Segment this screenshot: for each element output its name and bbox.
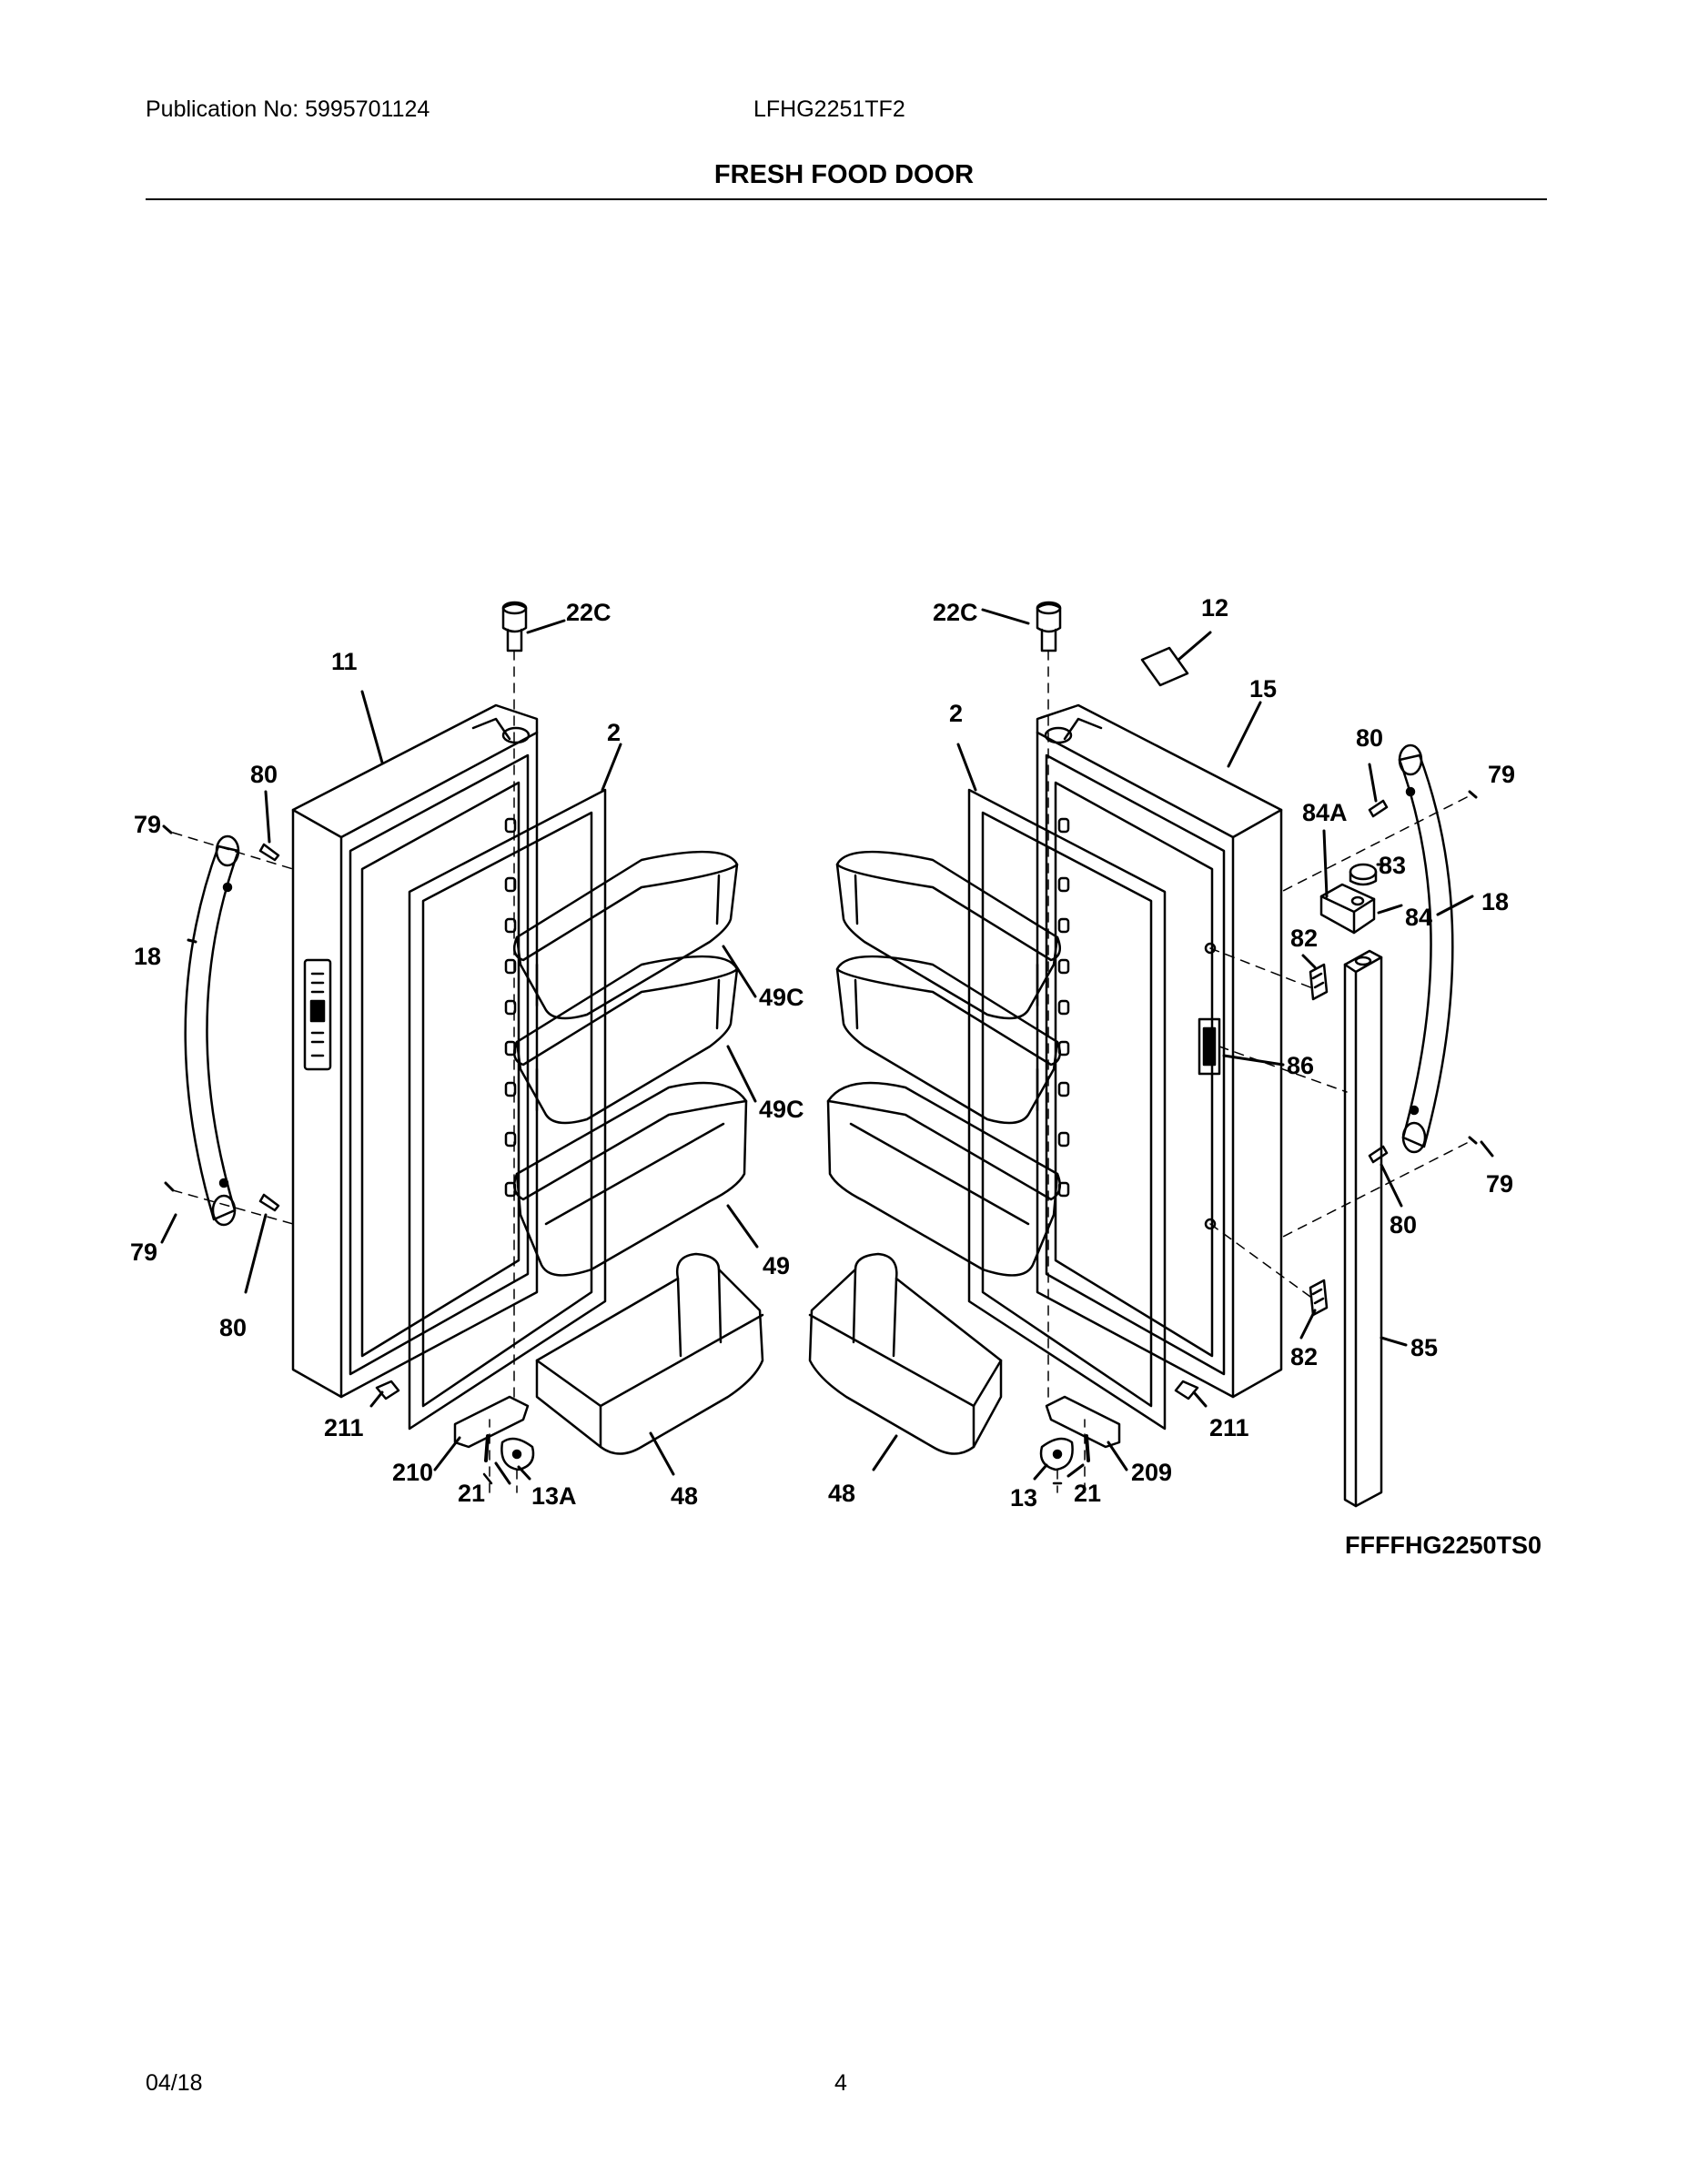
callout-211-right: 211 bbox=[1209, 1414, 1249, 1441]
callout-22c-left: 22C bbox=[566, 599, 612, 626]
page-title: FRESH FOOD DOOR bbox=[713, 160, 975, 189]
model-number: LFHG2251TF2 bbox=[753, 96, 905, 122]
right-door-handle bbox=[1398, 743, 1454, 1154]
callout-80-left-bottom: 80 bbox=[219, 1314, 247, 1341]
callout-49c-left-middle: 49C bbox=[759, 1096, 804, 1123]
left-door-bin-bottom bbox=[512, 1081, 748, 1277]
callout-13: 13 bbox=[1010, 1484, 1037, 1512]
right-hinge-cover bbox=[1319, 883, 1376, 935]
left-shelf-pegs bbox=[504, 817, 517, 1198]
callout-48-left: 48 bbox=[671, 1482, 698, 1510]
left-door-assembly bbox=[162, 601, 764, 1493]
right-bottom-bin bbox=[808, 1252, 1003, 1455]
right-door-gasket bbox=[967, 788, 1167, 1431]
callout-15: 15 bbox=[1249, 675, 1277, 703]
footer-date: 04/18 bbox=[146, 2070, 203, 2096]
callout-84: 84 bbox=[1405, 904, 1432, 931]
right-hinge-cam-211 bbox=[1174, 1380, 1199, 1400]
callout-80-left-top: 80 bbox=[250, 761, 278, 788]
callout-83: 83 bbox=[1379, 852, 1406, 879]
callout-49c-left-top: 49C bbox=[759, 984, 804, 1011]
callout-labels: 22C 11 2 80 79 18 49C 49C 49 79 80 211 2… bbox=[130, 594, 1515, 1512]
callout-11: 11 bbox=[331, 648, 358, 675]
callout-82-right-bottom: 82 bbox=[1290, 1343, 1318, 1370]
callout-211-left: 211 bbox=[324, 1414, 364, 1441]
callout-leaders bbox=[160, 608, 1494, 1485]
callout-84a: 84A bbox=[1302, 799, 1348, 826]
callout-79-left-top: 79 bbox=[134, 811, 161, 838]
left-upper-hinge-pin bbox=[501, 601, 528, 652]
left-control-panel bbox=[303, 958, 332, 1071]
callout-79-right-top: 79 bbox=[1488, 761, 1515, 788]
right-door-switch-plate bbox=[1198, 942, 1221, 1230]
right-name-plate bbox=[1140, 646, 1189, 687]
callout-80-right-top: 80 bbox=[1356, 724, 1383, 752]
left-bottom-bin bbox=[535, 1252, 764, 1455]
callout-22c-right: 22C bbox=[933, 599, 978, 626]
callout-79-right-bottom: 79 bbox=[1486, 1170, 1513, 1198]
callout-48-right: 48 bbox=[828, 1480, 855, 1507]
left-door-bin-middle bbox=[512, 955, 739, 1125]
callout-82-right-top: 82 bbox=[1290, 925, 1318, 952]
callout-209: 209 bbox=[1131, 1459, 1172, 1486]
callout-49-left: 49 bbox=[763, 1252, 790, 1279]
left-door-bin-top bbox=[512, 850, 739, 1020]
callout-21-left: 21 bbox=[458, 1480, 485, 1507]
callout-2-left: 2 bbox=[607, 719, 621, 746]
callout-21-right: 21 bbox=[1074, 1480, 1101, 1507]
callout-2-right: 2 bbox=[949, 700, 963, 727]
right-lower-hinge bbox=[1039, 1395, 1121, 1485]
left-door-gasket bbox=[408, 788, 607, 1431]
callout-18-right: 18 bbox=[1481, 888, 1509, 915]
right-dashed-guides bbox=[1047, 650, 1468, 1493]
right-door-assembly bbox=[808, 601, 1478, 1508]
publication-number: Publication No: 5995701124 bbox=[146, 96, 430, 122]
callout-80-right-bottom: 80 bbox=[1390, 1211, 1417, 1239]
right-door-shell bbox=[1036, 703, 1283, 1399]
right-handle-studs bbox=[1368, 790, 1478, 1164]
drawing-code: FFFFHG2250TS0 bbox=[1345, 1532, 1542, 1559]
left-hinge-cam-211 bbox=[375, 1380, 400, 1400]
right-door-bin-middle bbox=[835, 955, 1062, 1125]
right-door-stop-upper bbox=[1309, 963, 1329, 1001]
left-door-shell bbox=[291, 703, 539, 1399]
left-door-handle bbox=[184, 834, 240, 1227]
right-door-stop-lower bbox=[1309, 1279, 1329, 1317]
page-number: 4 bbox=[834, 2070, 847, 2096]
callout-85: 85 bbox=[1410, 1334, 1438, 1361]
right-door-bin-bottom bbox=[826, 1081, 1062, 1277]
callout-13a: 13A bbox=[531, 1482, 577, 1510]
callout-79-left-bottom: 79 bbox=[130, 1239, 157, 1266]
left-handle-studs bbox=[162, 824, 280, 1212]
callout-210: 210 bbox=[392, 1459, 433, 1486]
right-door-bin-top bbox=[835, 850, 1062, 1020]
left-dashed-guides bbox=[172, 650, 518, 1493]
right-hinge-cap bbox=[1349, 863, 1378, 886]
right-upper-hinge-pin bbox=[1036, 601, 1062, 652]
right-mullion bbox=[1343, 949, 1383, 1508]
callout-12: 12 bbox=[1201, 594, 1228, 622]
right-shelf-pegs bbox=[1057, 817, 1070, 1198]
header-rule bbox=[146, 198, 1547, 200]
callout-86: 86 bbox=[1287, 1052, 1314, 1079]
callout-18-left: 18 bbox=[134, 943, 161, 970]
